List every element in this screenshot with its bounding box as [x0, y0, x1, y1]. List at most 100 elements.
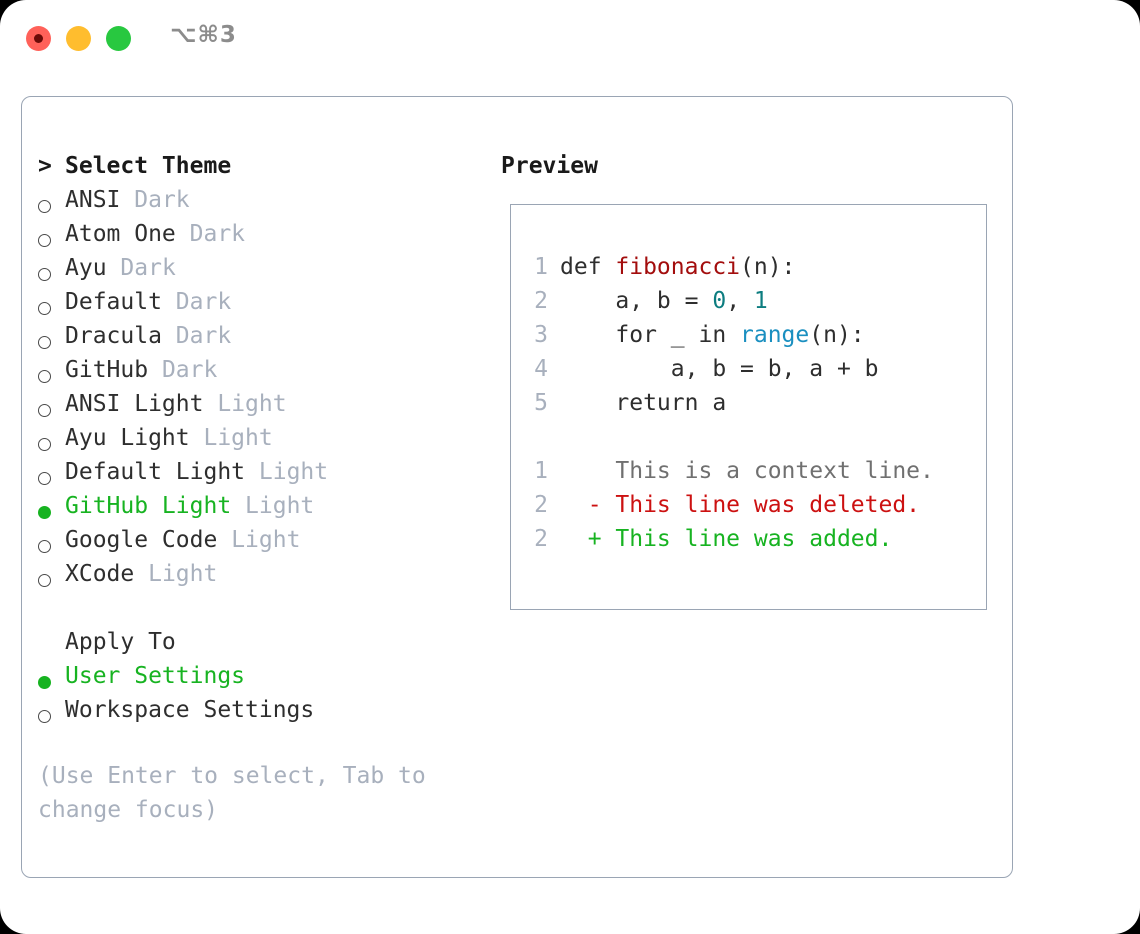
label-gap [162, 323, 176, 349]
theme-option-ayu-light[interactable]: Ayu Light Light [38, 421, 478, 455]
theme-option-atom-one[interactable]: Atom One Dark [38, 217, 478, 251]
apply-to-header-label: Apply To [65, 629, 176, 655]
diff-line-text: This is a context line. [615, 458, 934, 484]
diff-sign [560, 458, 615, 484]
apply-to-indent [38, 625, 65, 659]
diff-line-text: This line was deleted. [615, 492, 921, 518]
diff-line-del: 2 - This line was deleted. [524, 488, 974, 522]
code-line-number: 4 [534, 356, 548, 382]
theme-variant-tag: Light [231, 527, 301, 553]
diff-sign: + [560, 526, 616, 552]
theme-variant-tag: Light [258, 459, 329, 485]
window-close-button[interactable] [26, 26, 51, 51]
code-token-plain: (n): [740, 254, 796, 280]
theme-option-ansi-light[interactable]: ANSI Light Light [38, 387, 478, 421]
theme-option-label: Default Light [65, 459, 246, 485]
theme-option-label: ANSI Light [65, 391, 204, 417]
theme-option-label: GitHub [65, 357, 149, 383]
label-gap [176, 221, 190, 247]
theme-option-xcode[interactable]: XCode Light [38, 557, 478, 591]
apply-to-option-user-settings[interactable]: User Settings [38, 659, 478, 693]
theme-variant-tag: Dark [189, 221, 246, 247]
theme-variant-tag: Light [148, 561, 218, 587]
theme-option-label: Ayu Light [65, 425, 190, 451]
theme-variant-tag: Dark [175, 289, 232, 315]
code-token-plain: (n): [809, 322, 865, 348]
code-token-num: 0 [712, 288, 727, 314]
code-token-plain: , [726, 288, 754, 314]
theme-option-label: ANSI [65, 187, 121, 213]
label-gap [162, 289, 176, 315]
code-diff-separator [524, 420, 974, 454]
label-gap [120, 187, 134, 213]
theme-option-ansi[interactable]: ANSI Dark [38, 183, 478, 217]
code-token-num: 1 [753, 288, 768, 314]
theme-option-label: Atom One [65, 221, 176, 247]
theme-variant-tag: Dark [161, 357, 218, 383]
code-line: 2 a, b = 0, 1 [524, 284, 974, 318]
code-line: 3 for _ in range(n): [524, 318, 974, 352]
theme-option-label: Default [65, 289, 162, 315]
apply-to-option-label: Workspace Settings [65, 697, 315, 723]
theme-option-label: Ayu [65, 255, 107, 281]
select-theme-header: >Select Theme [38, 149, 478, 183]
theme-option-label: XCode [65, 561, 135, 587]
code-token-call: range [740, 322, 810, 348]
diff-line-number: 2 [534, 492, 548, 518]
apply-to-option-label: User Settings [65, 663, 246, 689]
window-maximize-button[interactable] [106, 26, 131, 51]
theme-option-dracula[interactable]: Dracula Dark [38, 319, 478, 353]
theme-option-github[interactable]: GitHub Dark [38, 353, 478, 387]
theme-option-label: GitHub Light [65, 493, 232, 519]
code-token-plain: a, b = [560, 288, 713, 314]
label-gap [134, 561, 148, 587]
diff-line-number: 1 [534, 458, 548, 484]
code-token-plain: for _ in [560, 322, 741, 348]
label-gap [190, 425, 204, 451]
label-gap [231, 493, 245, 519]
label-gap [107, 255, 121, 281]
theme-variant-tag: Dark [120, 255, 176, 281]
code-line-number: 5 [534, 390, 548, 416]
theme-variant-tag: Dark [175, 323, 232, 349]
code-token-plain: def [560, 254, 616, 280]
theme-option-ayu[interactable]: Ayu Dark [38, 251, 478, 285]
diff-line-ctx: 1 This is a context line. [524, 454, 974, 488]
theme-option-google-code[interactable]: Google Code Light [38, 523, 478, 557]
label-gap [217, 527, 231, 553]
window-minimize-button[interactable] [66, 26, 91, 51]
diff-line-text: This line was added. [615, 526, 893, 552]
theme-option-default-light[interactable]: Default Light Light [38, 455, 478, 489]
window-titlebar: ⌥⌘3 [0, 0, 1140, 78]
code-line-number: 2 [534, 288, 548, 314]
theme-option-github-light[interactable]: GitHub Light Light [38, 489, 478, 523]
theme-variant-tag: Dark [134, 187, 190, 213]
theme-option-label: Dracula [65, 323, 162, 349]
label-gap [245, 459, 259, 485]
code-line: 4 a, b = b, a + b [524, 352, 974, 386]
code-token-plain: a, b = b, a + b [560, 356, 879, 382]
apply-to-header: Apply To [38, 625, 478, 659]
theme-variant-tag: Light [217, 391, 287, 417]
select-theme-header-label: Select Theme [65, 153, 232, 179]
theme-variant-tag: Light [245, 493, 315, 519]
diff-line-add: 2 + This line was added. [524, 522, 974, 556]
recording-indicator-icon [34, 34, 43, 43]
apply-to-option-workspace-settings[interactable]: Workspace Settings [38, 693, 478, 727]
theme-option-default[interactable]: Default Dark [38, 285, 478, 319]
keyboard-hint-text: (Use Enter to select, Tab to change focu… [38, 763, 440, 823]
screenshot-shortcut-label: ⌥⌘3 [170, 22, 237, 48]
diff-sample-block: 1 This is a context line.2 - This line w… [524, 454, 974, 556]
label-gap [148, 357, 162, 383]
code-token-fn: fibonacci [615, 254, 741, 280]
code-token-plain: return a [560, 390, 727, 416]
